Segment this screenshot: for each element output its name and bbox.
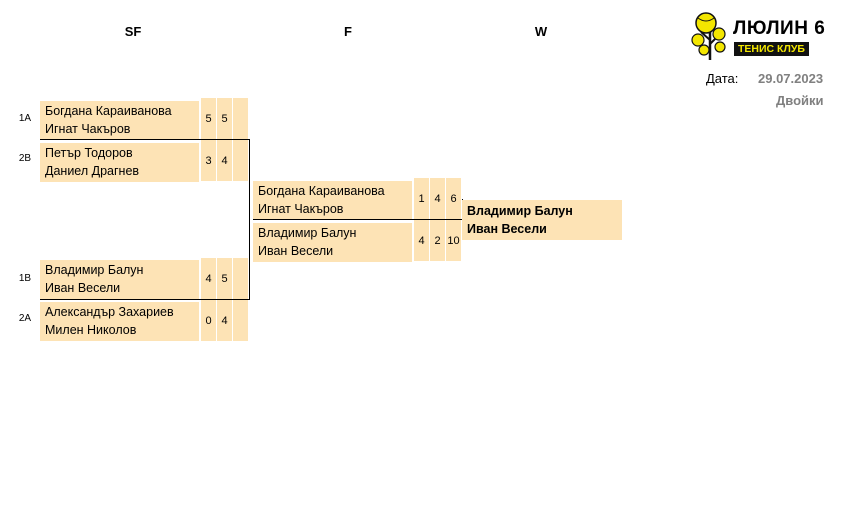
player-name: Владимир Балун [258, 226, 357, 240]
seed-label: 1B [18, 273, 32, 284]
set-score [233, 258, 248, 299]
tennis-ball-tree-icon [691, 12, 726, 60]
sf-entry-names: Владимир Балун Иван Весели [40, 260, 199, 299]
set-score [233, 300, 248, 341]
set-score: 0 [201, 300, 216, 341]
date-value: 29.07.2023 [758, 71, 824, 86]
winner-name: Владимир Балун [467, 204, 573, 218]
sf-entry-names: Богдана Караиванова Игнат Чакъров [40, 101, 199, 140]
player-name: Иван Весели [258, 244, 334, 258]
player-name: Иван Весели [45, 281, 121, 295]
set-score: 10 [446, 220, 461, 261]
final-entry-names: Богдана Караиванова Игнат Чакъров [253, 181, 412, 220]
set-score: 4 [217, 140, 232, 181]
seed-label: 2A [18, 313, 32, 324]
final-entry-names: Владимир Балун Иван Весели [253, 223, 412, 262]
player-name: Милен Николов [45, 323, 137, 337]
set-score [233, 98, 248, 140]
player-name: Богдана Караиванова [258, 184, 385, 198]
set-score: 5 [201, 98, 216, 140]
player-name: Даниел Драгнев [45, 164, 140, 178]
seed-label: 2B [18, 153, 32, 164]
header-winner: W [534, 24, 548, 39]
logo-title: ЛЮЛИН 6 [733, 18, 826, 39]
set-score: 4 [414, 220, 429, 261]
logo-subtitle: ТЕНИС КЛУБ [734, 42, 809, 56]
seed-label: 1A [18, 113, 32, 124]
sf-entry-names: Александър Захариев Милен Николов [40, 302, 199, 341]
header-final: F [344, 24, 352, 39]
sf-entry-names: Петър Тодоров Даниел Драгнев [40, 143, 199, 182]
header-sf: SF [124, 24, 142, 39]
set-score: 4 [217, 300, 232, 341]
set-score: 5 [217, 258, 232, 299]
bracket-line [40, 299, 250, 300]
player-name: Игнат Чакъров [258, 202, 344, 216]
set-score: 2 [430, 220, 445, 261]
player-name: Петър Тодоров [45, 146, 133, 160]
winner-entry: Владимир Балун Иван Весели [462, 200, 622, 240]
set-score: 3 [201, 140, 216, 181]
set-score: 1 [414, 178, 429, 219]
bracket-line [253, 219, 463, 220]
set-score: 5 [217, 98, 232, 140]
bracket-line [40, 139, 250, 140]
category-label: Двойки [776, 93, 824, 108]
winner-name: Иван Весели [467, 222, 547, 236]
set-score: 4 [201, 258, 216, 299]
player-name: Владимир Балун [45, 263, 144, 277]
set-score [233, 140, 248, 181]
set-score: 4 [430, 178, 445, 219]
player-name: Александър Захариев [45, 305, 174, 319]
date-label: Дата: [706, 71, 739, 86]
player-name: Игнат Чакъров [45, 122, 131, 136]
set-score: 6 [446, 178, 461, 219]
player-name: Богдана Караиванова [45, 104, 172, 118]
bracket-line [249, 139, 250, 299]
